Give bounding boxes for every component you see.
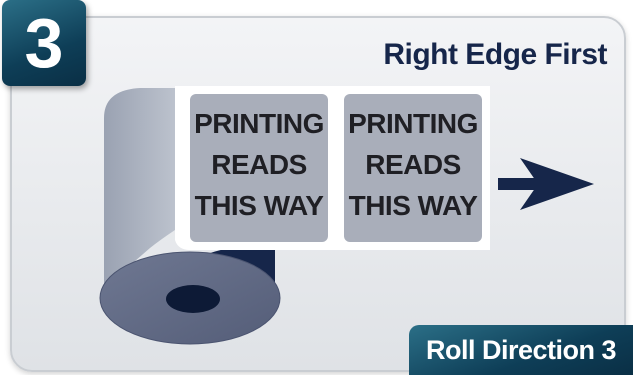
label-1-text: PRINTING READS THIS WAY (189, 103, 329, 226)
label-2-text: PRINTING READS THIS WAY (343, 103, 483, 226)
roll-body (99, 88, 281, 345)
right-arrow-icon (498, 158, 594, 210)
label-1-line-3: THIS WAY (194, 190, 324, 221)
step-number-badge: 3 (2, 0, 86, 86)
headline: Right Edge First (383, 38, 607, 71)
label-2-line-3: THIS WAY (348, 190, 478, 221)
roll-direction-tag: Roll Direction 3 (409, 325, 633, 375)
label-1-line-1: PRINTING (194, 108, 324, 139)
label-2 (344, 94, 482, 242)
label-2-line-1: PRINTING (348, 108, 478, 139)
label-2-line-2: READS (365, 149, 461, 180)
roll-core-hole (166, 285, 220, 313)
label-1-line-2: READS (211, 149, 307, 180)
label-1 (190, 94, 328, 242)
